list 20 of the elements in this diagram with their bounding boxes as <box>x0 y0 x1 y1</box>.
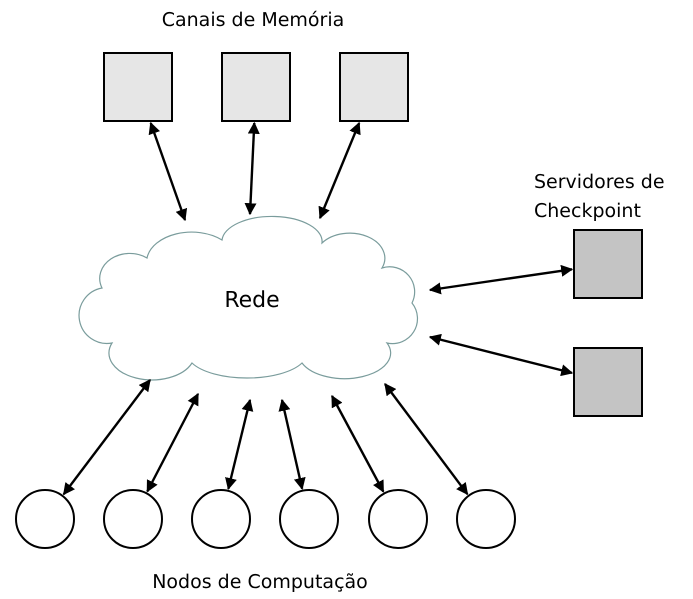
double-arrow <box>278 398 306 490</box>
server-box <box>103 52 173 122</box>
double-arrow <box>146 392 200 493</box>
double-arrow <box>330 394 384 493</box>
double-arrow <box>148 122 188 222</box>
double-arrow <box>225 398 254 490</box>
group-label: Nodos de Computação <box>151 570 369 595</box>
double-arrow <box>62 379 151 496</box>
group-label: Canais de Memória <box>160 8 346 33</box>
server-box <box>573 347 643 417</box>
double-arrow <box>244 122 260 216</box>
group-label: Servidores de Checkpoint <box>534 170 666 224</box>
double-arrow <box>428 334 574 376</box>
server-box <box>339 52 409 122</box>
node-label: Rede <box>224 288 280 312</box>
double-arrow <box>428 264 574 294</box>
server-box <box>573 229 643 299</box>
double-arrow <box>384 383 468 496</box>
server-box <box>221 52 291 122</box>
double-arrow <box>318 122 361 220</box>
